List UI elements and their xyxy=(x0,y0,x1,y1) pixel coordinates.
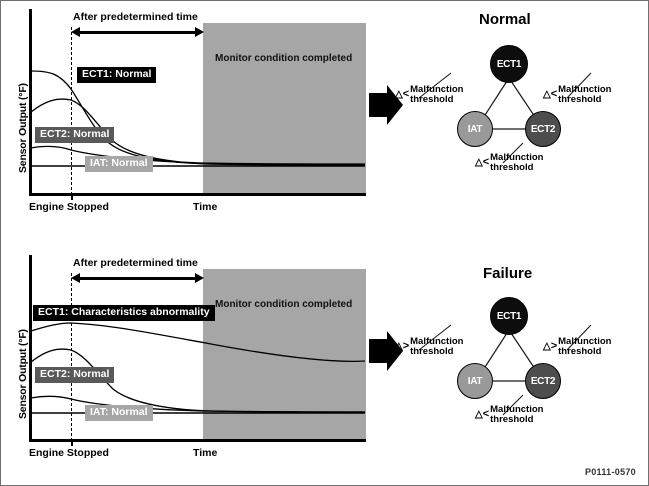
diagram-normal-title: Normal xyxy=(479,11,531,28)
diagram-normal-node-iat: IAT xyxy=(457,111,493,147)
chart-normal-origin-label: Engine Stopped xyxy=(29,201,109,213)
diagram-failure-threshold-bottom-line1: Malfunction xyxy=(490,404,544,415)
diagram-normal-threshold-right-symbol: < xyxy=(550,88,558,101)
chart-normal-period-arrow xyxy=(71,27,204,37)
chart-failure-period-label: After predetermined time xyxy=(73,257,198,269)
chart-normal: Sensor Output (°F) Monitor condition com… xyxy=(1,1,373,226)
flow-arrow-failure xyxy=(369,331,403,371)
chart-normal-tag-ect2: ECT2: Normal xyxy=(35,127,115,144)
reference-code: P0111-0570 xyxy=(584,467,636,477)
chart-failure-x-axis-label: Time xyxy=(193,447,218,459)
diagram-failure-threshold-left-line2: threshold xyxy=(410,345,454,357)
chart-normal-x-axis-label: Time xyxy=(193,201,218,213)
diagram-normal-threshold-right-line1: Malfunction xyxy=(558,84,612,95)
chart-normal-y-axis xyxy=(29,9,32,195)
chart-failure-engine-stop-tick xyxy=(71,439,73,446)
diagram-failure-threshold-bottom-symbol: < xyxy=(482,408,490,421)
diagram-failure-title: Failure xyxy=(483,265,533,282)
delta-icon: △ xyxy=(543,340,551,352)
diagram-failure-node-iat: IAT xyxy=(457,363,493,399)
chart-failure-origin-label: Engine Stopped xyxy=(29,447,109,459)
diagram-normal-threshold-left-symbol: < xyxy=(402,88,410,101)
chart-normal-monitor-region-label: Monitor condition completed xyxy=(215,53,353,64)
diagram-failure-threshold-right: △ > Malfunction threshold xyxy=(543,337,611,356)
delta-icon: △ xyxy=(543,88,551,100)
diagram-failure-threshold-right-line1: Malfunction xyxy=(558,336,612,347)
diagram-normal-threshold-bottom-symbol: < xyxy=(482,156,490,169)
diagram-failure-threshold-right-line2: threshold xyxy=(558,345,602,357)
chart-normal-tag-iat: IAT: Normal xyxy=(85,156,153,173)
chart-failure-tag-iat: IAT: Normal xyxy=(85,405,153,422)
diagram-failure-node-ect1: ECT1 xyxy=(490,297,528,335)
flow-arrow-normal xyxy=(369,85,403,125)
chart-failure: Sensor Output (°F) Monitor condition com… xyxy=(1,247,373,472)
chart-failure-x-axis xyxy=(29,439,366,442)
chart-failure-curves xyxy=(30,322,366,414)
delta-icon: △ xyxy=(475,408,483,420)
chart-normal-tag-ect1: ECT1: Normal xyxy=(77,67,157,84)
diagram-failure-threshold-bottom-line2: threshold xyxy=(490,413,534,425)
chart-normal-engine-stop-tick xyxy=(71,193,73,200)
diagram-normal-threshold-left-line1: Malfunction xyxy=(410,84,464,95)
chart-failure-tag-ect2: ECT2: Normal xyxy=(35,367,115,384)
diagram-normal: Normal ECT1 IAT ECT2 △ < Malfunction thr… xyxy=(391,1,649,226)
diagram-normal-threshold-left: △ < Malfunction threshold xyxy=(395,85,463,104)
diagram-normal-threshold-left-line2: threshold xyxy=(410,93,454,105)
diagram-normal-edges xyxy=(418,72,592,164)
diagram-normal-node-ect2: ECT2 xyxy=(525,111,561,147)
diagram-failure-node-ect2: ECT2 xyxy=(525,363,561,399)
diagram-failure-threshold-bottom: △ < Malfunction threshold xyxy=(475,405,543,424)
diagram-failure-threshold-left: △ > Malfunction threshold xyxy=(395,337,463,356)
delta-icon: △ xyxy=(395,340,403,352)
delta-icon: △ xyxy=(395,88,403,100)
diagram-failure-edges xyxy=(418,324,592,416)
delta-icon: △ xyxy=(475,156,483,168)
diagram-failure-threshold-left-line1: Malfunction xyxy=(410,336,464,347)
diagram-failure: Failure ECT1 IAT ECT2 △ > Malfunction th… xyxy=(391,247,649,472)
chart-failure-monitor-region-label: Monitor condition completed xyxy=(215,299,353,310)
chart-failure-period-arrow xyxy=(71,273,204,283)
chart-failure-y-axis xyxy=(29,255,32,441)
chart-normal-engine-stop-line xyxy=(71,27,72,195)
diagram-failure-threshold-left-symbol: > xyxy=(402,340,410,353)
diagram-normal-threshold-bottom: △ < Malfunction threshold xyxy=(475,153,543,172)
chart-normal-curves xyxy=(30,70,366,167)
diagram-normal-threshold-bottom-line1: Malfunction xyxy=(490,152,544,163)
diagram-normal-threshold-right: △ < Malfunction threshold xyxy=(543,85,611,104)
chart-normal-period-label: After predetermined time xyxy=(73,11,198,23)
chart-normal-x-axis xyxy=(29,193,366,196)
chart-failure-engine-stop-line xyxy=(71,273,72,441)
diagram-normal-threshold-right-line2: threshold xyxy=(558,93,602,105)
diagram-normal-node-ect1: ECT1 xyxy=(490,45,528,83)
diagram-normal-threshold-bottom-line2: threshold xyxy=(490,161,534,173)
diagram-failure-threshold-right-symbol: > xyxy=(550,340,558,353)
chart-failure-tag-ect1: ECT1: Characteristics abnormality xyxy=(33,305,215,322)
